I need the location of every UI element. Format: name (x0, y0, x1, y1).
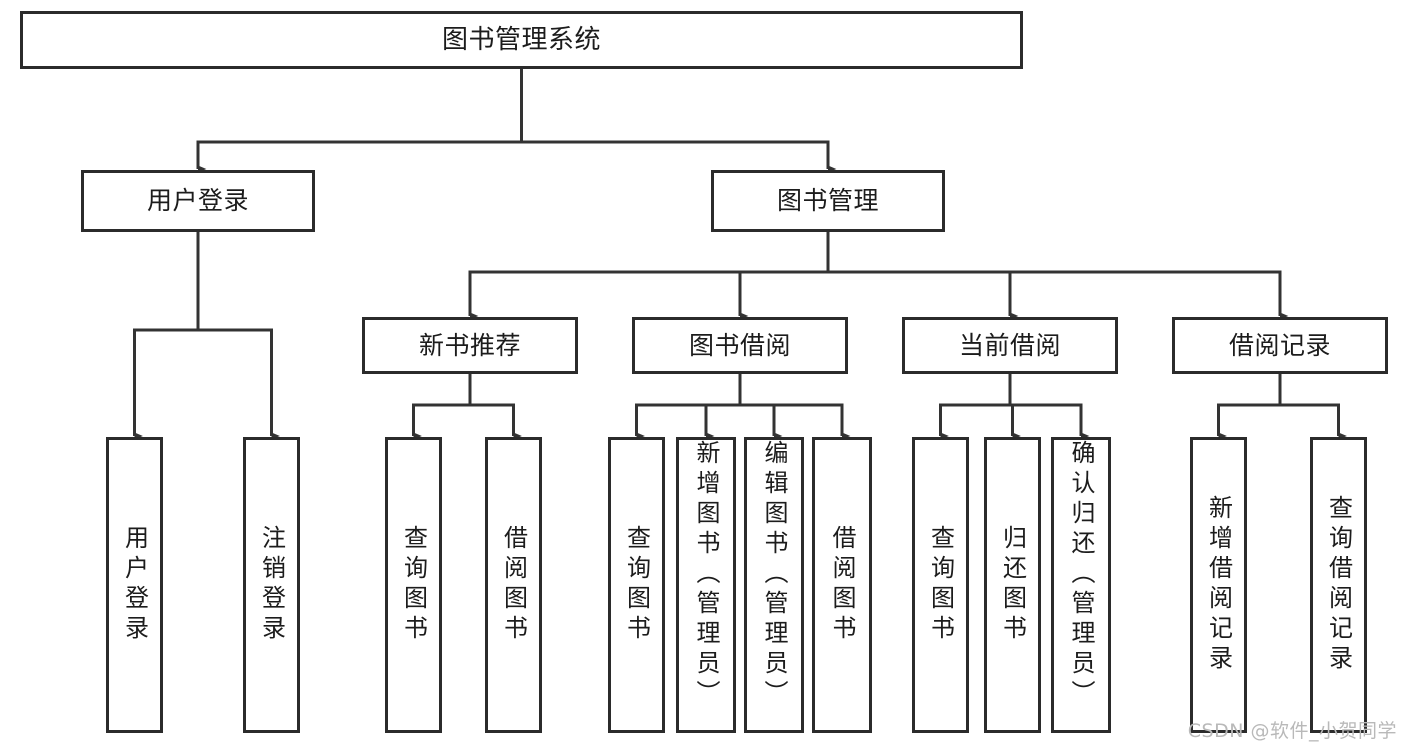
edge-user-login-to-leaf-user-login (133, 328, 198, 440)
edge-book-borrow-to-leaf-query-book-b (635, 403, 740, 440)
node-leaf-add-book[interactable]: 新增图书（管理员） (676, 437, 736, 733)
node-label: 当前借阅 (958, 330, 1061, 360)
edge-book-manage-to-book-borrow (738, 270, 828, 320)
edge-current-borrow-to-leaf-query-book-c (939, 403, 1010, 440)
node-current-borrow[interactable]: 当前借阅 (902, 317, 1118, 374)
node-leaf-query-book-b[interactable]: 查询图书 (608, 437, 665, 733)
node-user-login[interactable]: 用户登录 (81, 170, 315, 232)
node-label: 新书推荐 (418, 330, 521, 360)
node-label: 编辑图书（管理员） (760, 440, 788, 710)
node-leaf-query-record[interactable]: 查询借阅记录 (1310, 437, 1367, 733)
node-label: 归还图书 (998, 525, 1027, 645)
edge-book-manage-to-borrow-record (828, 270, 1289, 320)
node-leaf-query-book-c[interactable]: 查询图书 (912, 437, 969, 733)
edge-new-book-rec-to-leaf-query-book-a (412, 403, 470, 440)
node-label: 查询图书 (399, 525, 428, 645)
node-leaf-add-record[interactable]: 新增借阅记录 (1190, 437, 1247, 733)
node-label: 图书借阅 (688, 330, 791, 360)
node-label: 确认归还（管理员） (1067, 440, 1095, 710)
edge-borrow-record-to-leaf-query-record (1280, 403, 1347, 440)
edge-book-manage-to-current-borrow (828, 270, 1019, 320)
edge-book-borrow-to-leaf-edit-book (740, 403, 783, 440)
node-label: 用户登录 (146, 186, 249, 216)
node-book-borrow[interactable]: 图书借阅 (632, 317, 848, 374)
node-leaf-edit-book[interactable]: 编辑图书（管理员） (744, 437, 804, 733)
node-label: 新增图书（管理员） (692, 440, 720, 710)
node-label: 借阅图书 (828, 525, 856, 645)
node-leaf-return-book[interactable]: 归还图书 (984, 437, 1041, 733)
node-new-book-rec[interactable]: 新书推荐 (362, 317, 578, 374)
edge-root-to-book-manage (521, 140, 837, 173)
node-label: 图书管理系统 (441, 24, 601, 55)
node-leaf-confirm-return[interactable]: 确认归还（管理员） (1051, 437, 1111, 733)
edge-current-borrow-to-leaf-return-book (1010, 403, 1021, 440)
edge-current-borrow-to-leaf-confirm-return (1010, 403, 1090, 440)
edge-root-to-user-login (196, 140, 522, 173)
edge-book-borrow-to-leaf-borrow-book-b (740, 403, 851, 440)
node-leaf-user-login[interactable]: 用户登录 (106, 437, 163, 733)
edge-book-borrow-to-leaf-add-book (704, 403, 740, 440)
node-root[interactable]: 图书管理系统 (20, 11, 1023, 69)
node-label: 查询图书 (926, 525, 955, 645)
node-label: 查询图书 (622, 525, 651, 645)
node-label: 借阅图书 (499, 525, 528, 645)
node-label: 新增借阅记录 (1204, 495, 1233, 675)
node-label: 用户登录 (120, 525, 149, 645)
edge-new-book-rec-to-leaf-borrow-book-a (470, 403, 522, 440)
node-label: 借阅记录 (1228, 330, 1331, 360)
node-leaf-user-logout[interactable]: 注销登录 (243, 437, 300, 733)
node-label: 注销登录 (257, 525, 286, 645)
edge-book-manage-to-new-book-rec (468, 270, 828, 320)
node-book-manage[interactable]: 图书管理 (711, 170, 945, 232)
edge-borrow-record-to-leaf-add-record (1217, 403, 1280, 440)
edge-paths (133, 69, 1347, 440)
node-borrow-record[interactable]: 借阅记录 (1172, 317, 1388, 374)
watermark-text: CSDN @软件_小贺同学 (1187, 720, 1397, 742)
node-label: 查询借阅记录 (1324, 495, 1353, 675)
node-leaf-borrow-book-b[interactable]: 借阅图书 (812, 437, 872, 733)
node-leaf-query-book-a[interactable]: 查询图书 (385, 437, 442, 733)
node-label: 图书管理 (776, 186, 879, 216)
edge-user-login-to-leaf-user-logout (198, 328, 280, 440)
node-leaf-borrow-book-a[interactable]: 借阅图书 (485, 437, 542, 733)
